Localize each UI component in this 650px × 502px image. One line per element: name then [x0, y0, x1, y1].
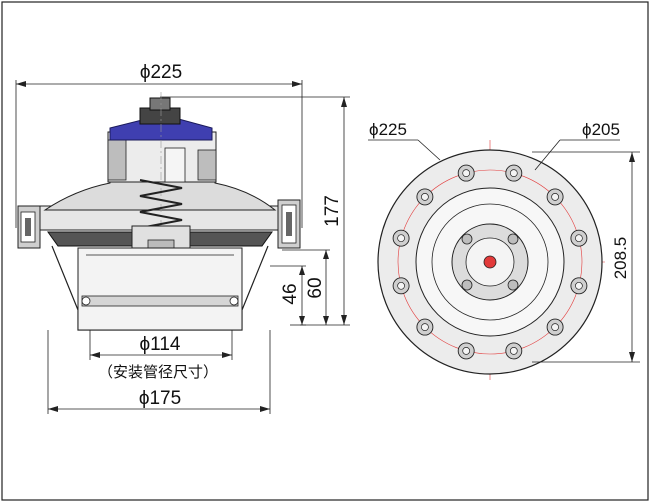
- perimeter-bolt-hole: [397, 281, 405, 290]
- dim-top-label: ϕ225: [140, 62, 182, 83]
- center-pin: [483, 255, 497, 269]
- outlet-pipe: [77, 247, 243, 331]
- perimeter-bolt-hole: [551, 193, 559, 201]
- perimeter-bolts: [392, 164, 588, 360]
- dim-inner-note: （安装管径尺寸）: [98, 363, 218, 381]
- dim-46-label: 46: [280, 283, 301, 304]
- side-view: ϕ225 177 60 46: [15, 62, 350, 414]
- top-view: ϕ225 ϕ205 208.5: [368, 120, 640, 380]
- dim-bottom-label: ϕ175: [139, 388, 181, 409]
- dim-60-label: 60: [305, 277, 326, 298]
- top-dim-outer-label: ϕ225: [369, 120, 407, 139]
- perimeter-bolt-hole: [509, 347, 518, 355]
- perimeter-bolt-hole: [462, 347, 471, 355]
- dim-height-label: 177: [322, 195, 343, 227]
- perimeter-bolt-hole: [462, 169, 471, 177]
- perimeter-bolt-hole: [575, 234, 583, 243]
- top-dim-bolt-label: ϕ205: [582, 120, 620, 139]
- perimeter-bolt-hole: [551, 323, 559, 331]
- perimeter-bolt-hole: [397, 234, 405, 243]
- perimeter-bolt-hole: [421, 323, 429, 331]
- dim-inner-label: ϕ114: [140, 334, 181, 355]
- perimeter-bolt-hole: [575, 281, 583, 290]
- top-dim-height-label: 208.5: [611, 237, 630, 280]
- bolt-circle: [397, 169, 583, 355]
- perimeter-bolt-hole: [509, 169, 518, 177]
- perimeter-bolt-hole: [421, 193, 429, 201]
